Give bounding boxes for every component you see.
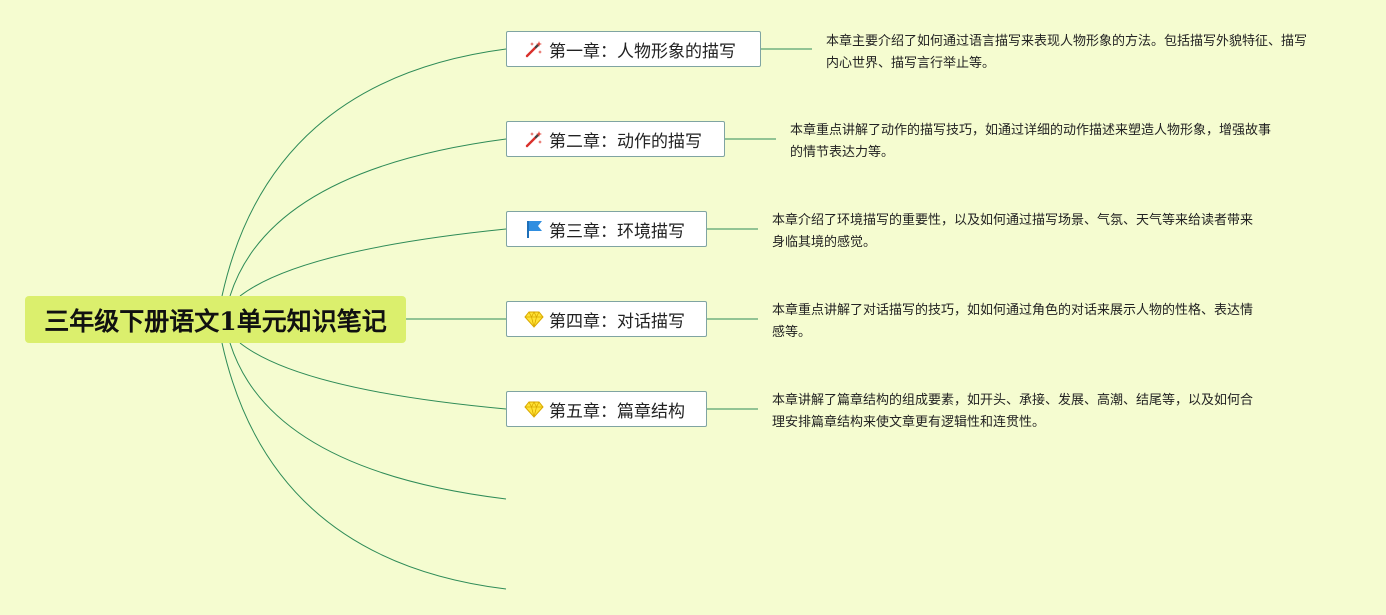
chapter-node-4[interactable]: 第四章：对话描写 <box>506 301 707 337</box>
chapter-note-4: 本章重点讲解了对话描写的技巧，如如何通过角色的对话来展示人物的性格、表达情感等。 <box>772 303 1254 340</box>
chapter-label-2: 第二章：动作的描写 <box>549 131 702 152</box>
chapter-note-1: 本章主要介绍了如何通过语言描写来表现人物形象的方法。包括描写外貌特征、描写内心世… <box>826 34 1308 71</box>
chapter-note-2: 本章重点讲解了动作的描写技巧，如通过详细的动作描述来塑造人物形象，增强故事的情节… <box>790 123 1272 160</box>
chapter-node-3[interactable]: 第三章：环境描写 <box>506 211 707 247</box>
chapter-node-5[interactable]: 第五章：篇章结构 <box>506 391 707 427</box>
root-topic-title: 三年级下册语文1单元知识笔记 <box>44 306 387 336</box>
diamond-icon <box>523 398 545 420</box>
chapter-label-3: 第三章：环境描写 <box>549 221 685 242</box>
magic-wand-icon <box>523 38 545 60</box>
branch-line-6 <box>229 342 507 500</box>
chapter-label-1: 第一章：人物形象的描写 <box>549 41 736 62</box>
branch-line-2 <box>229 138 507 297</box>
chapter-label-5: 第五章：篇章结构 <box>549 401 685 422</box>
branch-line-1 <box>221 48 507 297</box>
chapter-note-5: 本章讲解了篇章结构的组成要素，如开头、承接、发展、高潮、结尾等，以及如何合理安排… <box>772 393 1254 430</box>
flag-icon <box>523 218 545 240</box>
diamond-icon <box>523 308 545 330</box>
branch-line-5 <box>239 342 507 410</box>
chapter-note-3: 本章介绍了环境描写的重要性，以及如何通过描写场景、气氛、天气等来给读者带来身临其… <box>772 213 1254 250</box>
magic-wand-icon <box>523 128 545 150</box>
chapter-node-2[interactable]: 第二章：动作的描写 <box>506 121 725 157</box>
chapter-label-4: 第四章：对话描写 <box>549 311 685 332</box>
branch-line-3 <box>239 228 507 297</box>
root-topic[interactable]: 三年级下册语文1单元知识笔记 <box>25 296 406 343</box>
chapter-node-1[interactable]: 第一章：人物形象的描写 <box>506 31 761 67</box>
branch-line-7 <box>221 342 507 590</box>
